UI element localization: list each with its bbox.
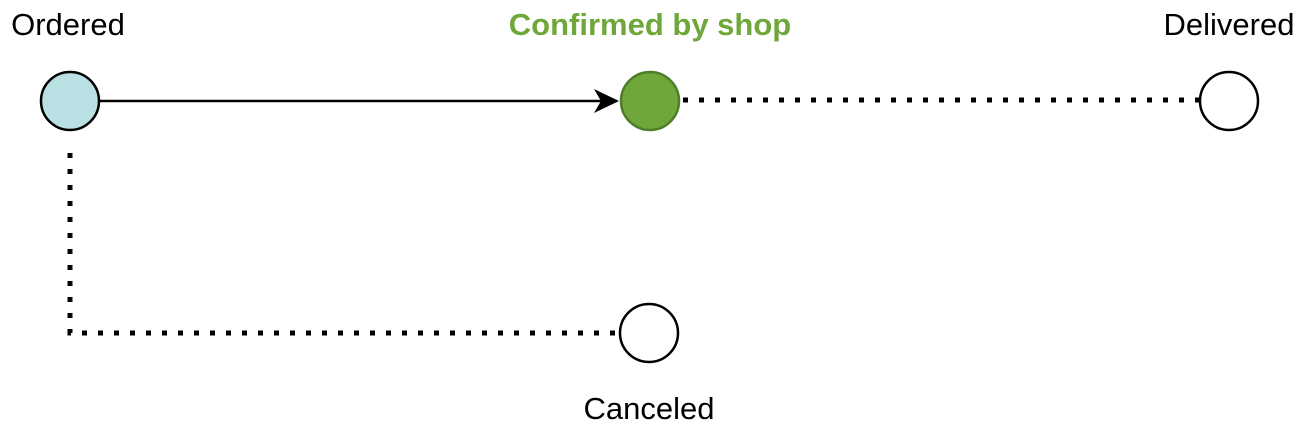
transition-arrowhead [594,89,619,113]
state-node-canceled [618,302,680,364]
state-label-canceled: Canceled [584,391,715,426]
state-label-ordered: Ordered [11,7,125,42]
state-node-ordered [39,70,101,132]
state-node-delivered [1198,70,1260,132]
transition-ordered-to-canceled [67,153,619,336]
state-label-confirmed: Confirmed by shop [509,7,791,42]
state-label-delivered: Delivered [1164,7,1295,42]
state-node-confirmed [619,70,681,132]
